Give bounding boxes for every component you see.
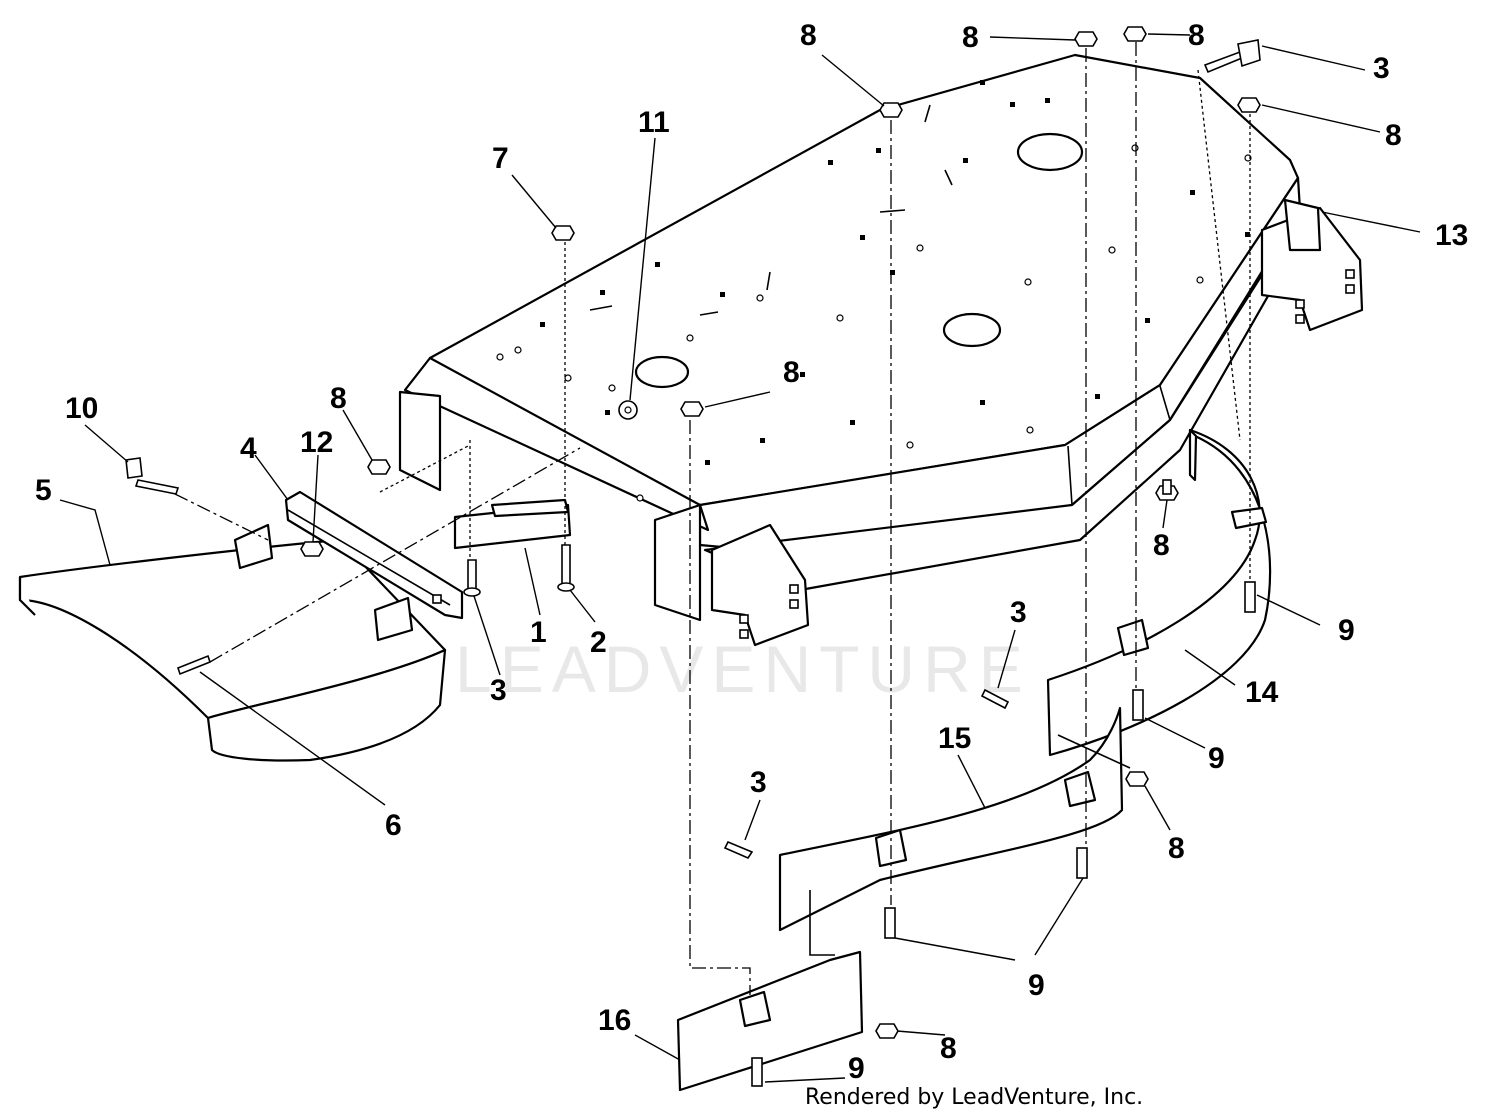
deck-outlet-right (1016, 132, 1084, 172)
leader-lines (59, 33, 1421, 1083)
watermark: LEADVENTURE (455, 632, 1031, 706)
credit-line: Rendered by LeadVenture, Inc. (805, 1085, 1143, 1110)
callout-8: 8 (940, 1032, 957, 1065)
callout-8: 8 (1153, 529, 1170, 562)
callout-11: 11 (638, 106, 670, 139)
hinge-bracket (453, 498, 572, 550)
part-callouts: 8 8 8 3 8 11 7 13 8 10 8 12 4 5 8 3 9 1 … (35, 19, 1468, 1085)
deck-slots (540, 80, 1250, 465)
callout-6: 6 (385, 809, 402, 842)
callout-14: 14 (1245, 676, 1279, 709)
callout-9: 9 (1338, 614, 1355, 647)
callout-8: 8 (1385, 119, 1402, 152)
callout-9: 9 (848, 1052, 865, 1085)
callout-3: 3 (1373, 52, 1390, 85)
callout-10: 10 (65, 392, 98, 425)
mounting-clips (738, 506, 1268, 1028)
callout-3: 3 (490, 674, 507, 707)
callout-8: 8 (962, 21, 979, 54)
nut-icons (300, 26, 1261, 1039)
callout-8: 8 (330, 382, 347, 415)
callout-16: 16 (598, 1004, 631, 1037)
side-bracket-left (710, 523, 810, 647)
callout-1: 1 (530, 616, 547, 649)
callout-15: 15 (938, 722, 971, 755)
callout-2: 2 (590, 626, 607, 659)
callout-8: 8 (1188, 19, 1205, 52)
callout-5: 5 (35, 474, 52, 507)
callout-9: 9 (1028, 969, 1045, 1002)
callout-8: 8 (1168, 832, 1185, 865)
callout-3: 3 (750, 766, 767, 799)
alignment-lines (174, 42, 1251, 995)
callout-8: 8 (783, 356, 800, 389)
baffle-15 (778, 706, 1124, 932)
deck-outlet-center (942, 312, 1002, 348)
callout-12: 12 (300, 426, 333, 459)
side-bracket-right (1260, 198, 1364, 332)
callout-8: 8 (800, 19, 817, 52)
discharge-chute (18, 523, 447, 762)
deck-outlet-left (634, 355, 690, 389)
deck-holes (496, 144, 1252, 502)
callout-9: 9 (1208, 742, 1225, 775)
chute-mount-bar (284, 490, 464, 620)
bolt-icons (125, 39, 1261, 1087)
callout-7: 7 (492, 142, 509, 175)
callout-13: 13 (1435, 219, 1468, 252)
callout-4: 4 (240, 432, 257, 465)
callout-3: 3 (1010, 596, 1027, 629)
